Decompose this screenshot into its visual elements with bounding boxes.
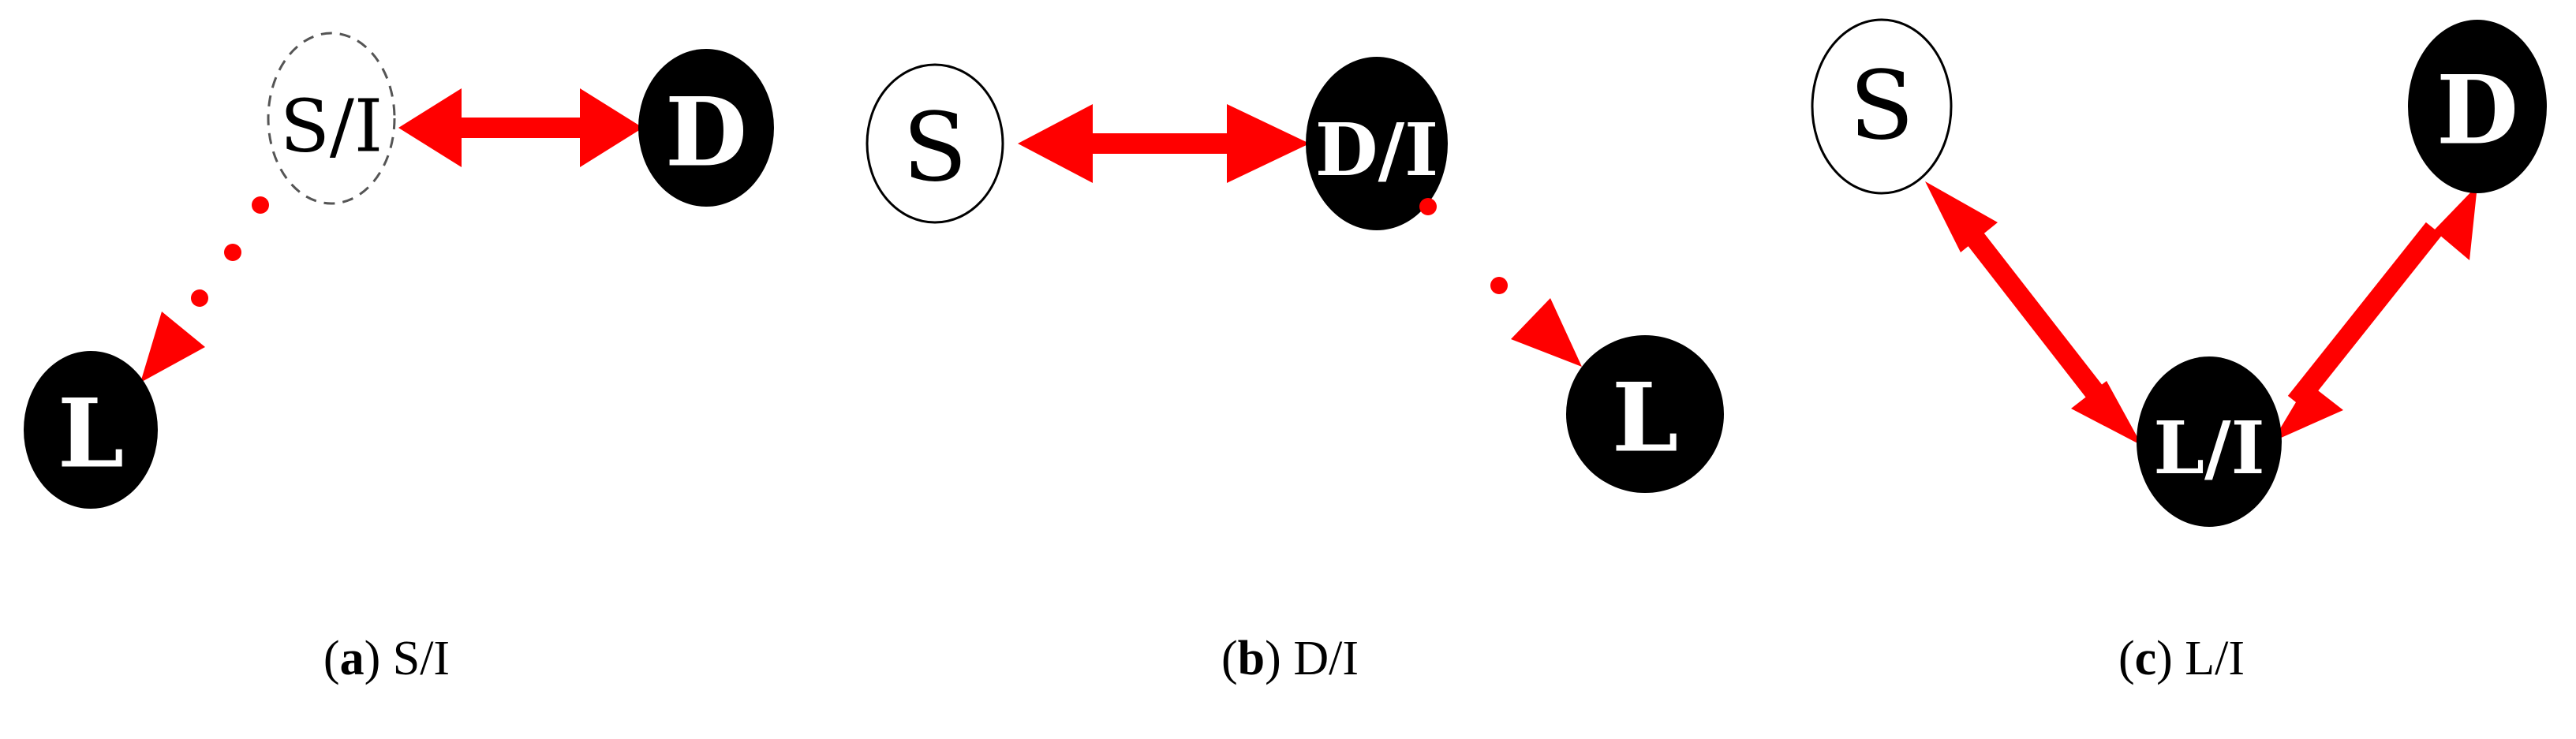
node-l-label: L: [1612, 363, 1678, 474]
node-l: L: [1566, 335, 1724, 493]
panel-a: S/I D L: [24, 32, 774, 509]
caption-b-letter: b: [1237, 632, 1266, 685]
caption-c: (c) L/I: [2118, 632, 2245, 685]
node-li: L/I: [2137, 356, 2282, 527]
node-si-label: S/I: [280, 84, 383, 169]
caption-b: (b) D/I: [1221, 632, 1359, 685]
node-d-label: D: [665, 77, 747, 188]
dotted-arrow-si-l: [140, 196, 269, 383]
node-s-hollow: S: [866, 63, 1004, 224]
caption-a-letter: a: [339, 632, 365, 685]
node-si-hollow: S/I: [267, 32, 396, 205]
arrow-li-d: [2272, 185, 2477, 442]
node-s-label: S: [903, 94, 967, 203]
node-d: D: [2408, 20, 2547, 193]
arrow-s-li: [1925, 181, 2142, 446]
caption-c-text: L/I: [2185, 632, 2245, 685]
node-l-label: L: [58, 379, 124, 490]
node-d-label: D: [2436, 55, 2518, 166]
caption-a: (a) S/I: [323, 632, 451, 685]
arrow-si-d: [398, 88, 643, 167]
panel-b: S D/I L: [866, 57, 1724, 493]
node-di-label: D/I: [1315, 107, 1438, 192]
panel-c: S D L/I: [1811, 18, 2547, 527]
caption-b-text: D/I: [1293, 632, 1359, 685]
node-l: L: [24, 351, 158, 509]
node-d: D: [638, 49, 774, 207]
node-s-hollow: S: [1811, 18, 1953, 195]
dotted-arrow-di-l: [1419, 198, 1582, 367]
caption-c-letter: c: [2134, 632, 2157, 685]
caption-a-text: S/I: [392, 632, 451, 685]
node-di: D/I: [1306, 57, 1448, 230]
node-s-label: S: [1849, 52, 1914, 162]
arrow-s-di: [1018, 104, 1310, 183]
node-li-label: L/I: [2153, 405, 2264, 491]
